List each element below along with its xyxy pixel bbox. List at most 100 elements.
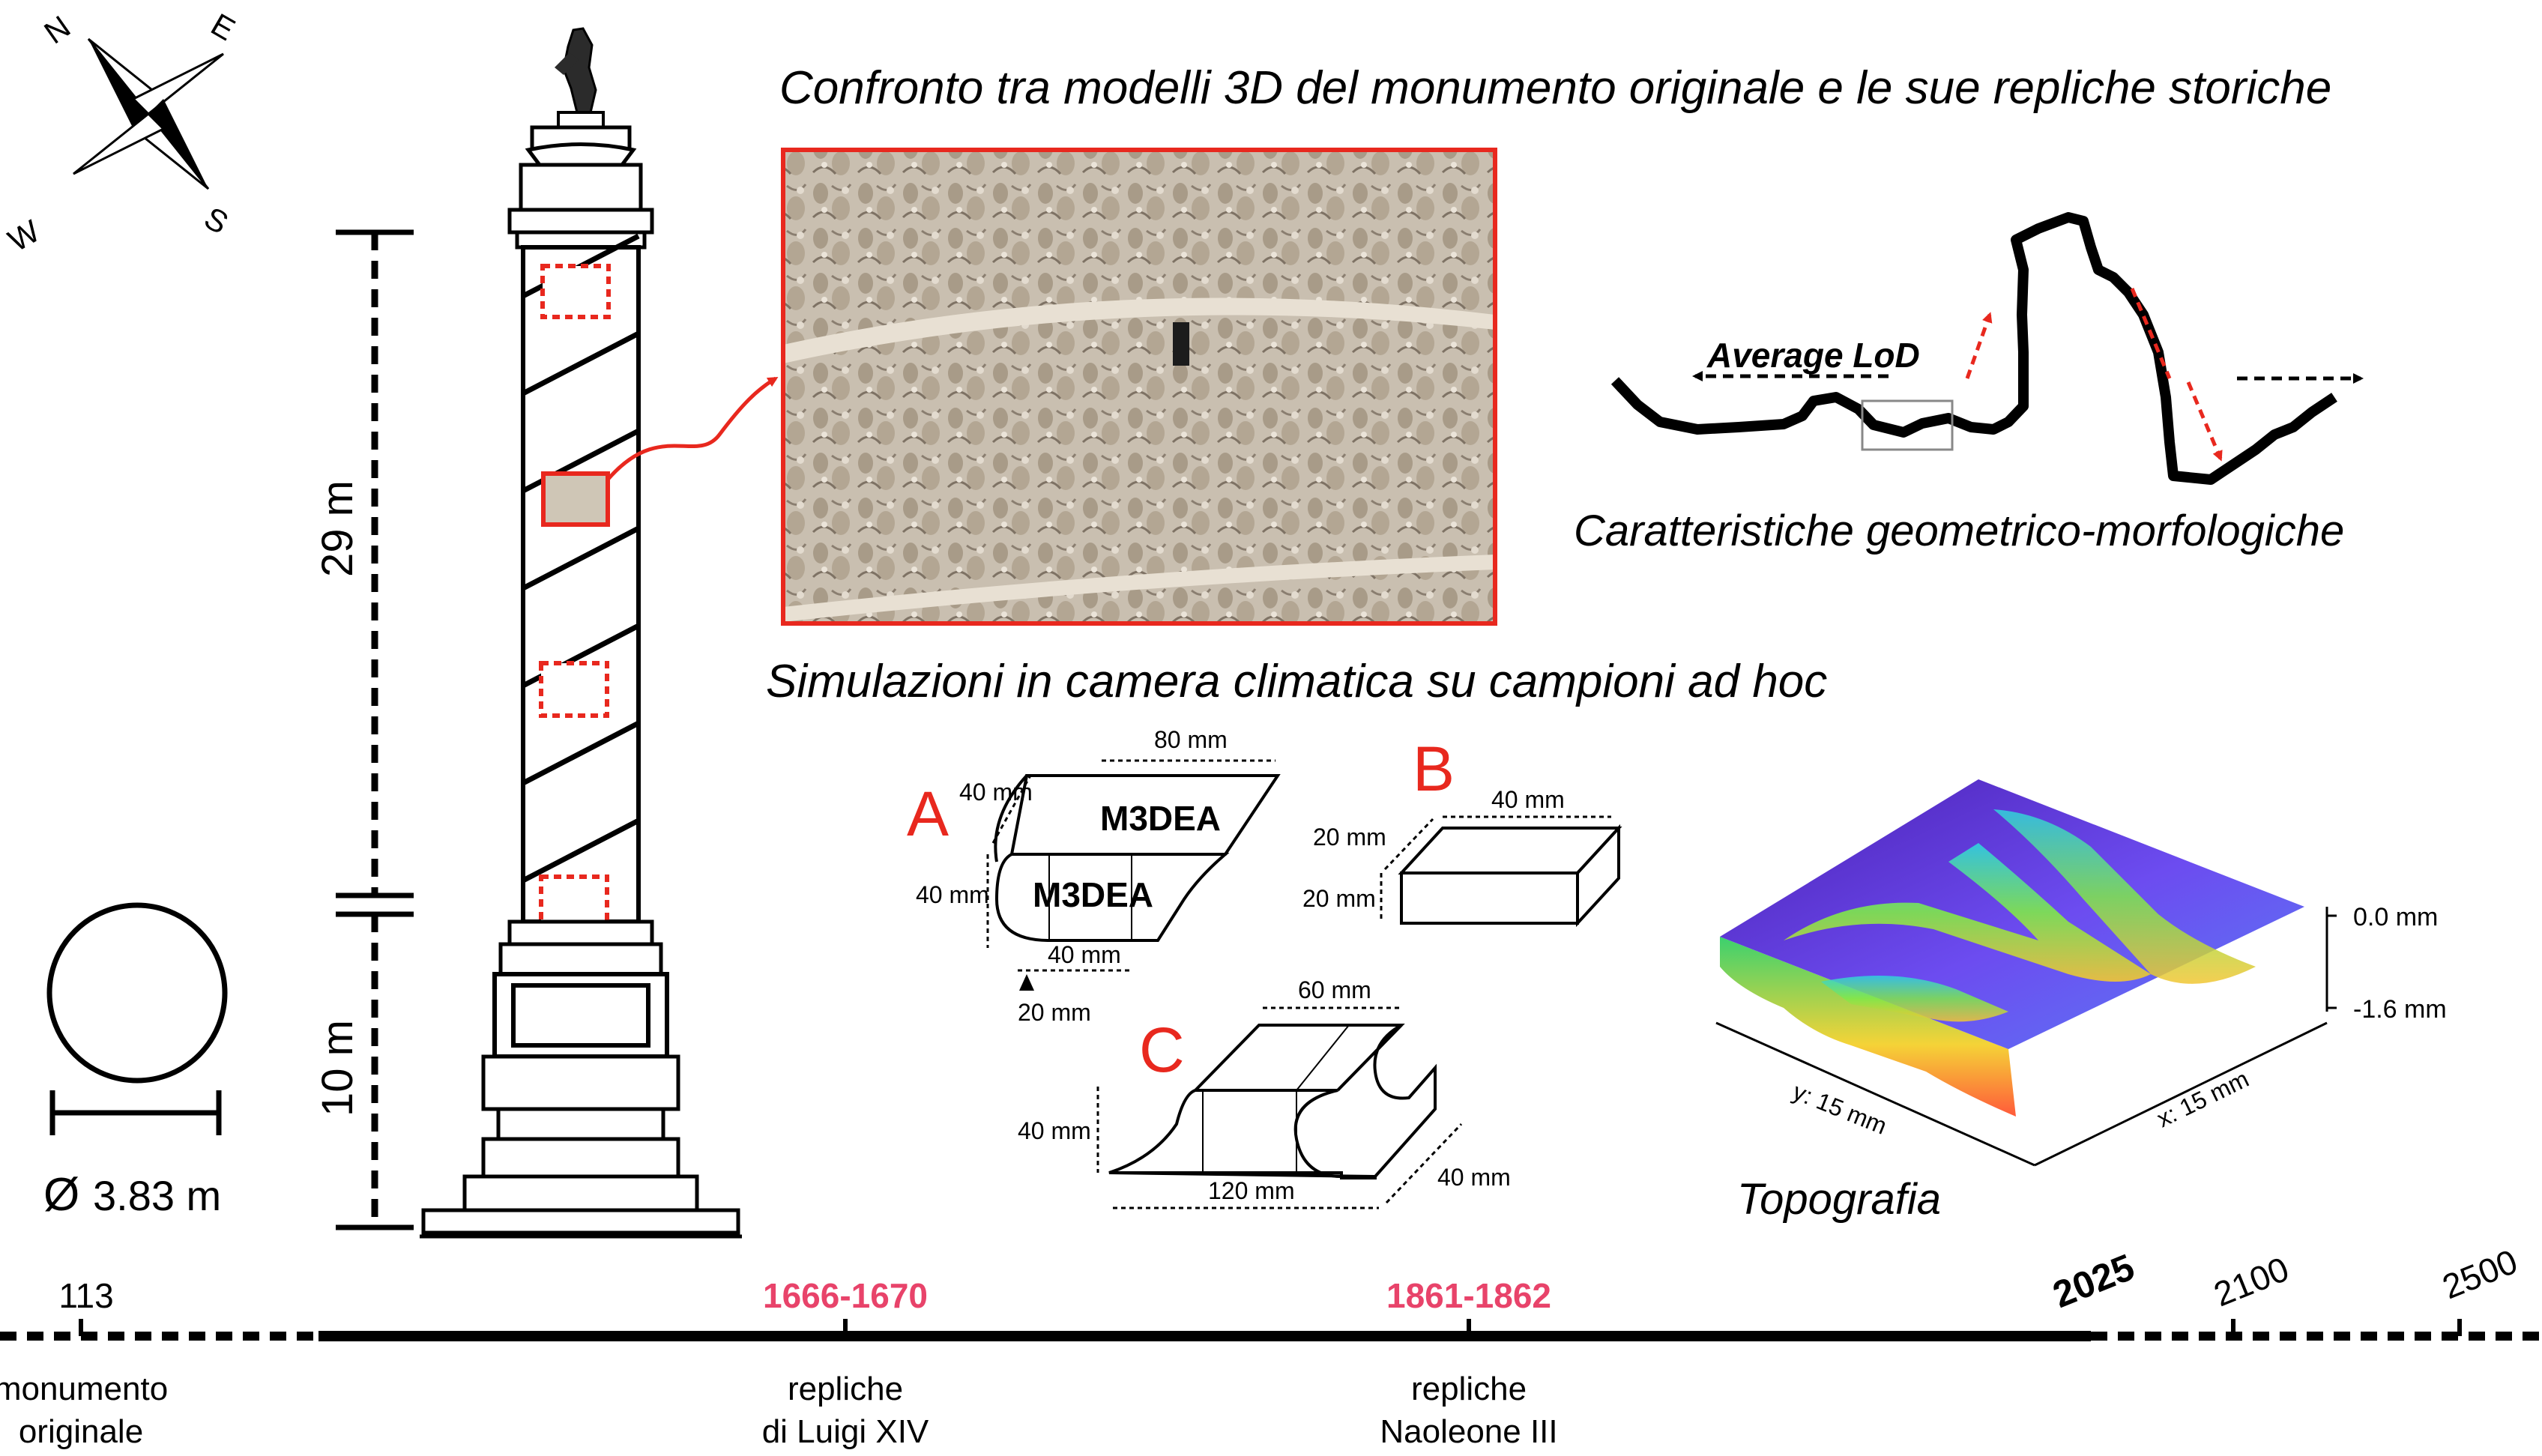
timeline-year: 2500 xyxy=(2437,1242,2523,1307)
column-capital xyxy=(507,208,654,235)
pedestal-step-2 xyxy=(496,1107,665,1141)
compass-point-w-light xyxy=(73,112,166,175)
timeline-label-line1: repliche xyxy=(788,1371,903,1407)
sample-a-dim-bottom: 40 mm xyxy=(1048,941,1121,968)
sample-c-dim-bottom: 120 mm xyxy=(1208,1177,1295,1204)
sample-c-bottom-edge xyxy=(1108,1171,1376,1178)
lod-window xyxy=(1861,399,1954,451)
timeline-label-line1: repliche xyxy=(1411,1371,1527,1407)
pedestal-step-5 xyxy=(421,1208,740,1235)
relief-band-lower xyxy=(783,555,1495,622)
sample-b-dim-top: 40 mm xyxy=(1491,786,1565,813)
title-simulations: Simulazioni in camera climatica su campi… xyxy=(766,656,1827,707)
sample-a-drawing: A M3DEA M3DEA 80 mm 40 mm 40 mm 40 mm 20… xyxy=(907,726,1281,1026)
sample-area-selected[interactable] xyxy=(541,471,610,527)
title-features: Caratteristiche geometrico-morfologiche xyxy=(1574,507,2344,555)
compass-point-e-light xyxy=(131,52,224,116)
sample-c-drawing: C 60 mm 40 mm 120 mm 40 mm xyxy=(1018,976,1511,1209)
statue-icon xyxy=(555,27,605,129)
profile-diagram: Average LoD Caratteristiche geometrico-m… xyxy=(1574,212,2364,555)
diameter-value: 3.83 m xyxy=(93,1172,221,1219)
topo-groove-1 xyxy=(1784,843,2151,982)
topo-x-axis xyxy=(2034,1021,2328,1167)
pedestal-step-3 xyxy=(481,1137,680,1179)
column-base-torus xyxy=(507,919,654,946)
sample-to-photo-connector xyxy=(606,376,779,481)
timeline-label-line2: originale xyxy=(19,1413,143,1450)
sample-a-logo-top: M3DEA xyxy=(1100,799,1221,838)
title-topography: Topografia xyxy=(1737,1175,1941,1224)
timeline-label-line2: di Luigi XIV xyxy=(762,1413,929,1450)
sample-b-dim-depth-line xyxy=(1383,818,1434,871)
sample-a-front-face xyxy=(994,853,1230,942)
height-lower-label: 10 m xyxy=(313,1020,362,1117)
timeline-events: 113monumentooriginale1666-1670replichedi… xyxy=(0,1242,2523,1450)
sample-c-dim-height: 40 mm xyxy=(1018,1117,1091,1144)
normal-arrow-3 xyxy=(2186,381,2223,462)
column-spiral-bands xyxy=(522,233,640,883)
compass-label-w: W xyxy=(2,213,46,259)
profile-curve xyxy=(1610,212,2337,485)
pedestal-step-4 xyxy=(462,1174,699,1212)
trajan-column-drawing xyxy=(420,27,742,1239)
column-dome xyxy=(525,142,637,167)
sample-c-right-face xyxy=(1336,1024,1437,1178)
sample-c-front-face xyxy=(1108,1089,1377,1179)
sample-a-dim-depth: 40 mm xyxy=(959,779,1033,806)
topo-groove-3 xyxy=(1821,976,2008,1022)
column-cross-section xyxy=(46,902,228,1084)
sample-a-dim-height: 40 mm xyxy=(916,881,989,908)
relief-photo xyxy=(781,148,1497,626)
compass-rose-icon: N E W S xyxy=(2,6,241,258)
timeline-year: 2100 xyxy=(2209,1249,2294,1314)
topography-3d-plot: 0.0 mm -1.6 mm y: 15 mm x: 15 mm Topogra… xyxy=(1715,779,2447,1224)
sample-a-dim-notch: 20 mm xyxy=(1018,999,1091,1026)
topo-z-max: 0.0 mm xyxy=(2353,903,2438,931)
relief-band-upper xyxy=(783,297,1495,363)
compass-label-e: E xyxy=(205,6,241,47)
relief-dark-opening xyxy=(1173,322,1189,366)
normal-arrow-1 xyxy=(1965,312,1993,379)
compass-label-s: S xyxy=(199,200,235,241)
topo-groove-2 xyxy=(1993,809,2256,984)
sample-a-side-curve xyxy=(994,774,1028,863)
timeline-year: 113 xyxy=(58,1276,113,1315)
sample-b-drawing: B 40 mm 20 mm 20 mm xyxy=(1302,734,1622,928)
sample-a-letter: A xyxy=(907,779,949,849)
sample-area-3[interactable] xyxy=(539,874,609,930)
timeline-year: 2025 xyxy=(2047,1245,2140,1316)
sample-b-dim-height: 20 mm xyxy=(1302,885,1376,912)
sample-area-1[interactable] xyxy=(540,264,611,319)
sample-b-side-face xyxy=(1576,824,1620,928)
diameter-indicator: Ø 3.83 m xyxy=(43,902,228,1221)
pedestal-step-1 xyxy=(481,1054,680,1111)
topo-side-left xyxy=(1720,937,2016,1117)
sample-c-dim-top: 60 mm xyxy=(1298,976,1371,1003)
topo-y-axis xyxy=(1715,1021,2035,1167)
compass-label-n: N xyxy=(37,9,76,51)
sample-b-letter: B xyxy=(1413,734,1455,804)
timeline-label-line1: monumento xyxy=(0,1371,168,1407)
title-comparison: Confronto tra modelli 3D del monumento o… xyxy=(779,62,2331,114)
topo-x-label: x: 15 mm xyxy=(2152,1065,2253,1132)
compass-point-n xyxy=(88,39,148,129)
topo-z-min: -1.6 mm xyxy=(2353,995,2447,1024)
sample-a-notch-marker xyxy=(1019,974,1034,991)
height-scale: 29 m 10 m xyxy=(313,229,414,1230)
normal-arrow-2 xyxy=(2130,288,2172,379)
sample-a-logo-front: M3DEA xyxy=(1033,875,1153,914)
timeline-label-line2: Naoleone III xyxy=(1380,1413,1557,1450)
compass-point-s xyxy=(148,99,208,189)
sample-c-dim-depth: 40 mm xyxy=(1437,1164,1511,1191)
height-upper-label: 29 m xyxy=(313,480,362,577)
timeline: 113monumentooriginale1666-1670replichedi… xyxy=(0,1242,2542,1450)
sample-c-dim-depth-line xyxy=(1385,1123,1463,1204)
column-shaft xyxy=(521,245,641,924)
sample-area-2[interactable] xyxy=(539,661,609,718)
pedestal-panel xyxy=(511,983,650,1048)
topo-y-label: y: 15 mm xyxy=(1789,1078,1890,1140)
sample-b-dim-depth: 20 mm xyxy=(1313,824,1386,851)
sample-a-dim-top: 80 mm xyxy=(1154,726,1228,753)
column-drum xyxy=(519,163,643,212)
